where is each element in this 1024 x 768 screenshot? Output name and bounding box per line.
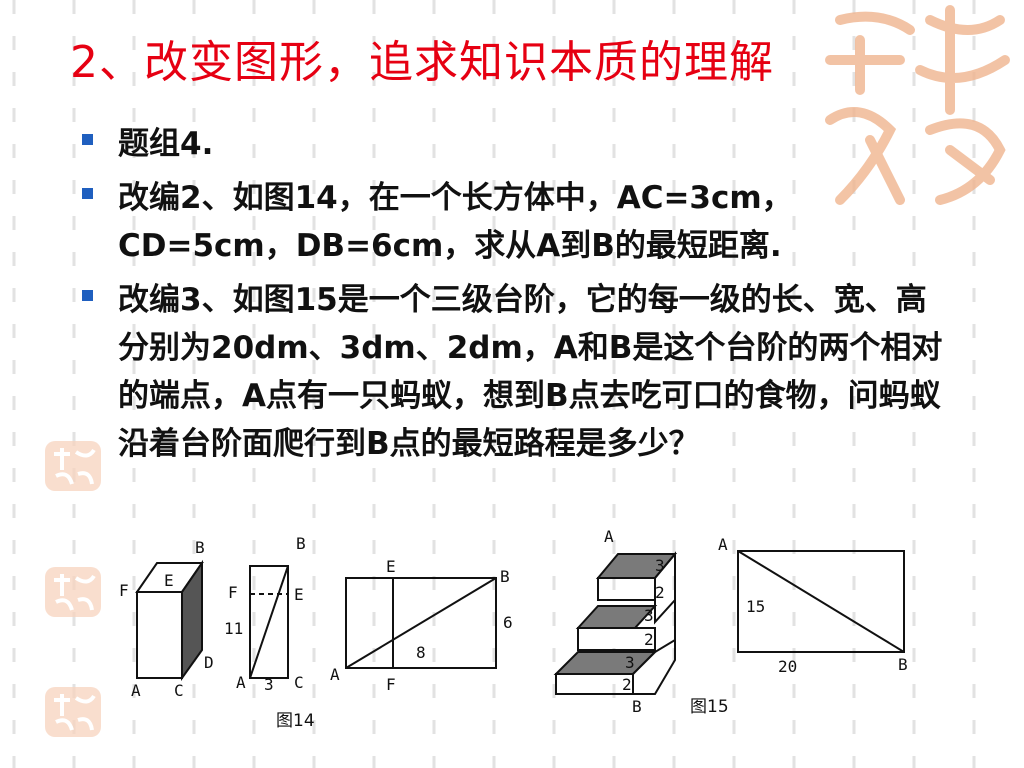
label-fig14-side-height: 11 [224, 619, 243, 638]
figure14-unfold-side [249, 565, 289, 679]
bullet-text: 改编3、如图15是一个三级台阶，它的每一级的长、宽、高分别为20dm、3dm、2… [118, 282, 943, 462]
label-fig14-box-B: B [195, 538, 205, 557]
seal-logo-large [825, 5, 1010, 205]
label-fig15-rect-A: A [718, 535, 728, 554]
figure15-unfold-rect [737, 550, 905, 653]
bullet-item: 改编3、如图15是一个三级台阶，它的每一级的长、宽、高分别为20dm、3dm、2… [82, 276, 982, 468]
label-fig14-box-D: D [204, 653, 214, 672]
seal-logo-small-2 [45, 567, 101, 617]
label-fig15-rect-height: 15 [746, 597, 765, 616]
label-fig15-stairs-A: A [604, 527, 614, 546]
figure14-caption: 图14 [276, 711, 315, 731]
figure14-box [135, 559, 204, 682]
label-fig14-side-width: 3 [264, 675, 274, 694]
label-fig14-box-E: E [164, 571, 174, 590]
label-fig15-step-4: 2 [644, 630, 654, 649]
seal-logo-small-1 [45, 441, 101, 491]
square-bullet-icon [82, 290, 93, 301]
label-fig14-box-F: F [119, 581, 129, 600]
label-fig14-box-C: C [174, 681, 184, 700]
label-fig15-step-6: 2 [622, 675, 632, 694]
label-fig14-side-C: C [294, 673, 304, 692]
bullet-text: 题组4. [118, 126, 214, 162]
label-fig14-rect-F: F [386, 675, 396, 694]
slide-title: 2、改变图形，追求知识本质的理解 [70, 37, 774, 88]
square-bullet-icon [82, 188, 93, 199]
label-fig14-side-F: F [228, 583, 238, 602]
label-fig14-rect-diag: 8 [416, 643, 426, 662]
label-fig14-side-B: B [296, 534, 306, 553]
label-fig15-step-2: 2 [655, 583, 665, 602]
square-bullet-icon [82, 134, 93, 145]
figure15-caption: 图15 [690, 697, 729, 717]
label-fig15-rect-width: 20 [778, 657, 797, 676]
figure14-unfold-rect [345, 577, 497, 669]
label-fig15-stairs-B: B [632, 697, 642, 716]
bullet-item: 题组4. [82, 120, 982, 168]
bullet-item: 改编2、如图14，在一个长方体中，AC=3cm，CD=5cm，DB=6cm，求从… [82, 174, 982, 270]
label-fig14-rect-E: E [386, 557, 396, 576]
label-fig15-step-1: 3 [655, 556, 665, 575]
label-fig15-step-3: 3 [644, 606, 654, 625]
label-fig15-rect-B: B [898, 655, 908, 674]
label-fig14-side-A: A [236, 673, 246, 692]
seal-logo-small-3 [45, 687, 101, 737]
bullet-text: 改编2、如图14，在一个长方体中，AC=3cm，CD=5cm，DB=6cm，求从… [118, 180, 793, 264]
label-fig14-box-A: A [131, 681, 141, 700]
label-fig14-rect-B: B [500, 567, 510, 586]
label-fig14-rect-height: 6 [503, 613, 513, 632]
figure15-stairs [553, 551, 678, 695]
label-fig14-side-E: E [294, 585, 304, 604]
label-fig14-rect-A: A [330, 665, 340, 684]
bullet-list: 题组4. 改编2、如图14，在一个长方体中，AC=3cm，CD=5cm，DB=6… [82, 120, 982, 474]
label-fig15-step-5: 3 [625, 653, 635, 672]
